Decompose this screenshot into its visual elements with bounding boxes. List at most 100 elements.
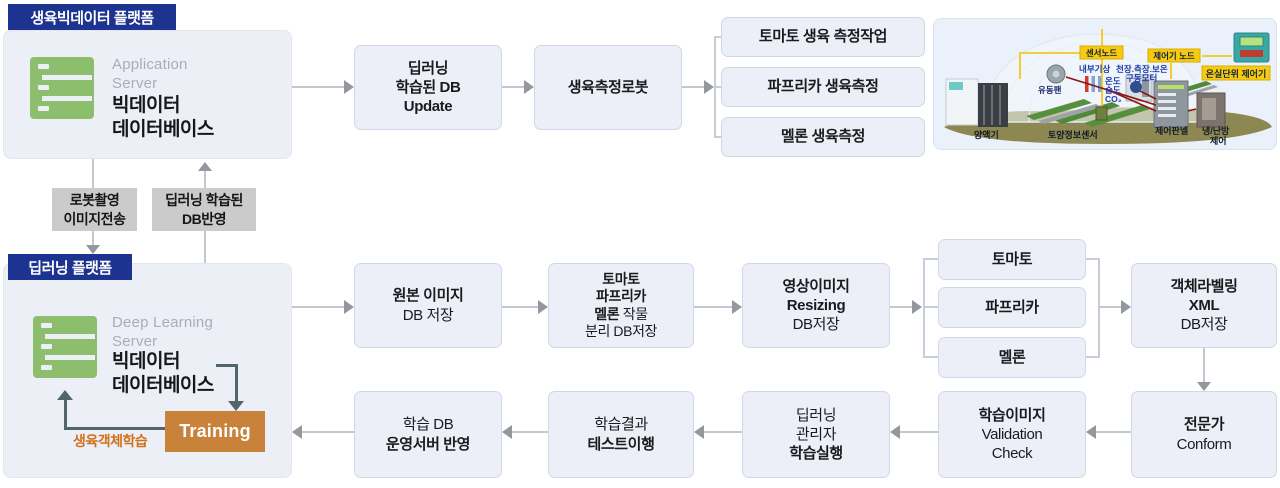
arrow-left-icon [502,425,512,439]
box-growth-robot: 생육측정로봇 [534,45,682,130]
svg-text:온실단위 제어기: 온실단위 제어기 [1206,68,1266,79]
svg-text:천장.측장.보온: 천장.측장.보온 [1116,64,1168,74]
bracket-line [923,306,938,308]
flow-line [292,306,344,308]
bigdata-platform-header: 생육빅데이터 플랫폼 [8,4,176,30]
yellow-tags: 센서노드 제어기 노드 온실단위 제어기 [1079,45,1271,81]
flow-line [302,431,354,433]
arrow-right-icon [344,80,354,94]
svg-text:제어판넬: 제어판넬 [1155,125,1188,136]
red-connectors [1065,76,1197,112]
connector-line [92,231,94,246]
plant-bed [1026,99,1092,120]
plant-bed [1084,105,1150,127]
connector-line [92,159,94,188]
flow-line [704,431,742,433]
arrow-right-icon [524,80,534,94]
arrow-left-icon [292,425,302,439]
bracket-line [714,86,721,88]
greenhouse-illustration: 센서노드 제어기 노드 온실단위 제어기 내부기상 천장.측장.보온 구동모터 … [933,18,1277,150]
svg-text:제어기 노드: 제어기 노드 [1153,51,1195,61]
training-box: Training [165,411,265,452]
svg-text:센서노드: 센서노드 [1086,48,1117,58]
svg-text:토양정보센서: 토양정보센서 [1048,129,1098,140]
box-crop-paprika: 파프리카 [938,287,1086,328]
bracket-line [1086,258,1100,260]
training-connector [235,364,238,402]
arrow-left-icon [694,425,704,439]
arrow-right-icon [344,300,354,314]
blue-annotations: 내부기상 천장.측장.보온 구동모터 온도 습도 CO₂ 유동팬 [1038,64,1168,104]
bracket-line [923,258,938,260]
arrow-right-icon [912,300,922,314]
flow-line [502,86,524,88]
thermometer-blue [1098,76,1102,92]
box-measure-tomato: 토마토 생육 측정작업 [721,17,925,57]
flow-line [292,86,344,88]
bracket-line [923,356,938,358]
soil-sensor-device [1095,106,1108,121]
svg-text:제어: 제어 [1210,135,1227,146]
training-connector [64,399,67,430]
flow-line [682,86,704,88]
bracket-line [1098,258,1100,358]
flow-line [1098,306,1121,308]
flow-line [512,431,548,433]
training-connector [216,364,238,367]
svg-text:CO₂: CO₂ [1105,94,1122,104]
flow-line [890,306,912,308]
yellow-connectors [1019,29,1232,109]
bracket-line [923,258,925,358]
greenhouse-scene: 센서노드 제어기 노드 온실단위 제어기 내부기상 천장.측장.보온 구동모터 … [944,29,1272,146]
bracket-line [714,36,721,38]
box-crop-tomato: 토마토 [938,239,1086,280]
unit-controller-tag [1201,65,1271,81]
svg-text:유동팬: 유동팬 [1038,85,1062,95]
connector-line [204,171,206,188]
arrow-right-icon [1121,300,1131,314]
flow-line [900,431,938,433]
connector-line [204,231,206,263]
arrow-down-icon [228,401,244,411]
sensor-node-tag [1079,45,1124,60]
arrow-up-icon [198,162,212,171]
arrow-left-icon [890,425,900,439]
connector-line [1203,348,1205,383]
arrow-left-icon [1086,425,1096,439]
box-crop-melon: 멜론 [938,337,1086,378]
controller-node-tag [1147,48,1201,63]
svg-text:구동모터: 구동모터 [1126,73,1157,83]
flow-line [502,306,538,308]
flow-line [694,306,732,308]
arrow-right-icon [732,300,742,314]
training-connector [64,427,165,430]
ground-labels: 양액기 토양정보센서 제어판넬 냉/난방 제어 [974,125,1230,146]
soil-strip [1038,104,1102,124]
svg-text:습도: 습도 [1105,85,1121,95]
flow-line [1096,431,1131,433]
deeplearning-platform-header: 딥러닝 플랫폼 [8,254,132,280]
arrow-up-icon [57,390,73,400]
svg-text:냉/난방: 냉/난방 [1202,125,1230,136]
svg-text:온도: 온도 [1105,76,1121,86]
box-measure-melon: 멜론 생육측정 [721,117,925,157]
arrow-down-icon [86,245,100,254]
server-icon [30,57,94,119]
arrow-down-icon [1197,382,1211,391]
